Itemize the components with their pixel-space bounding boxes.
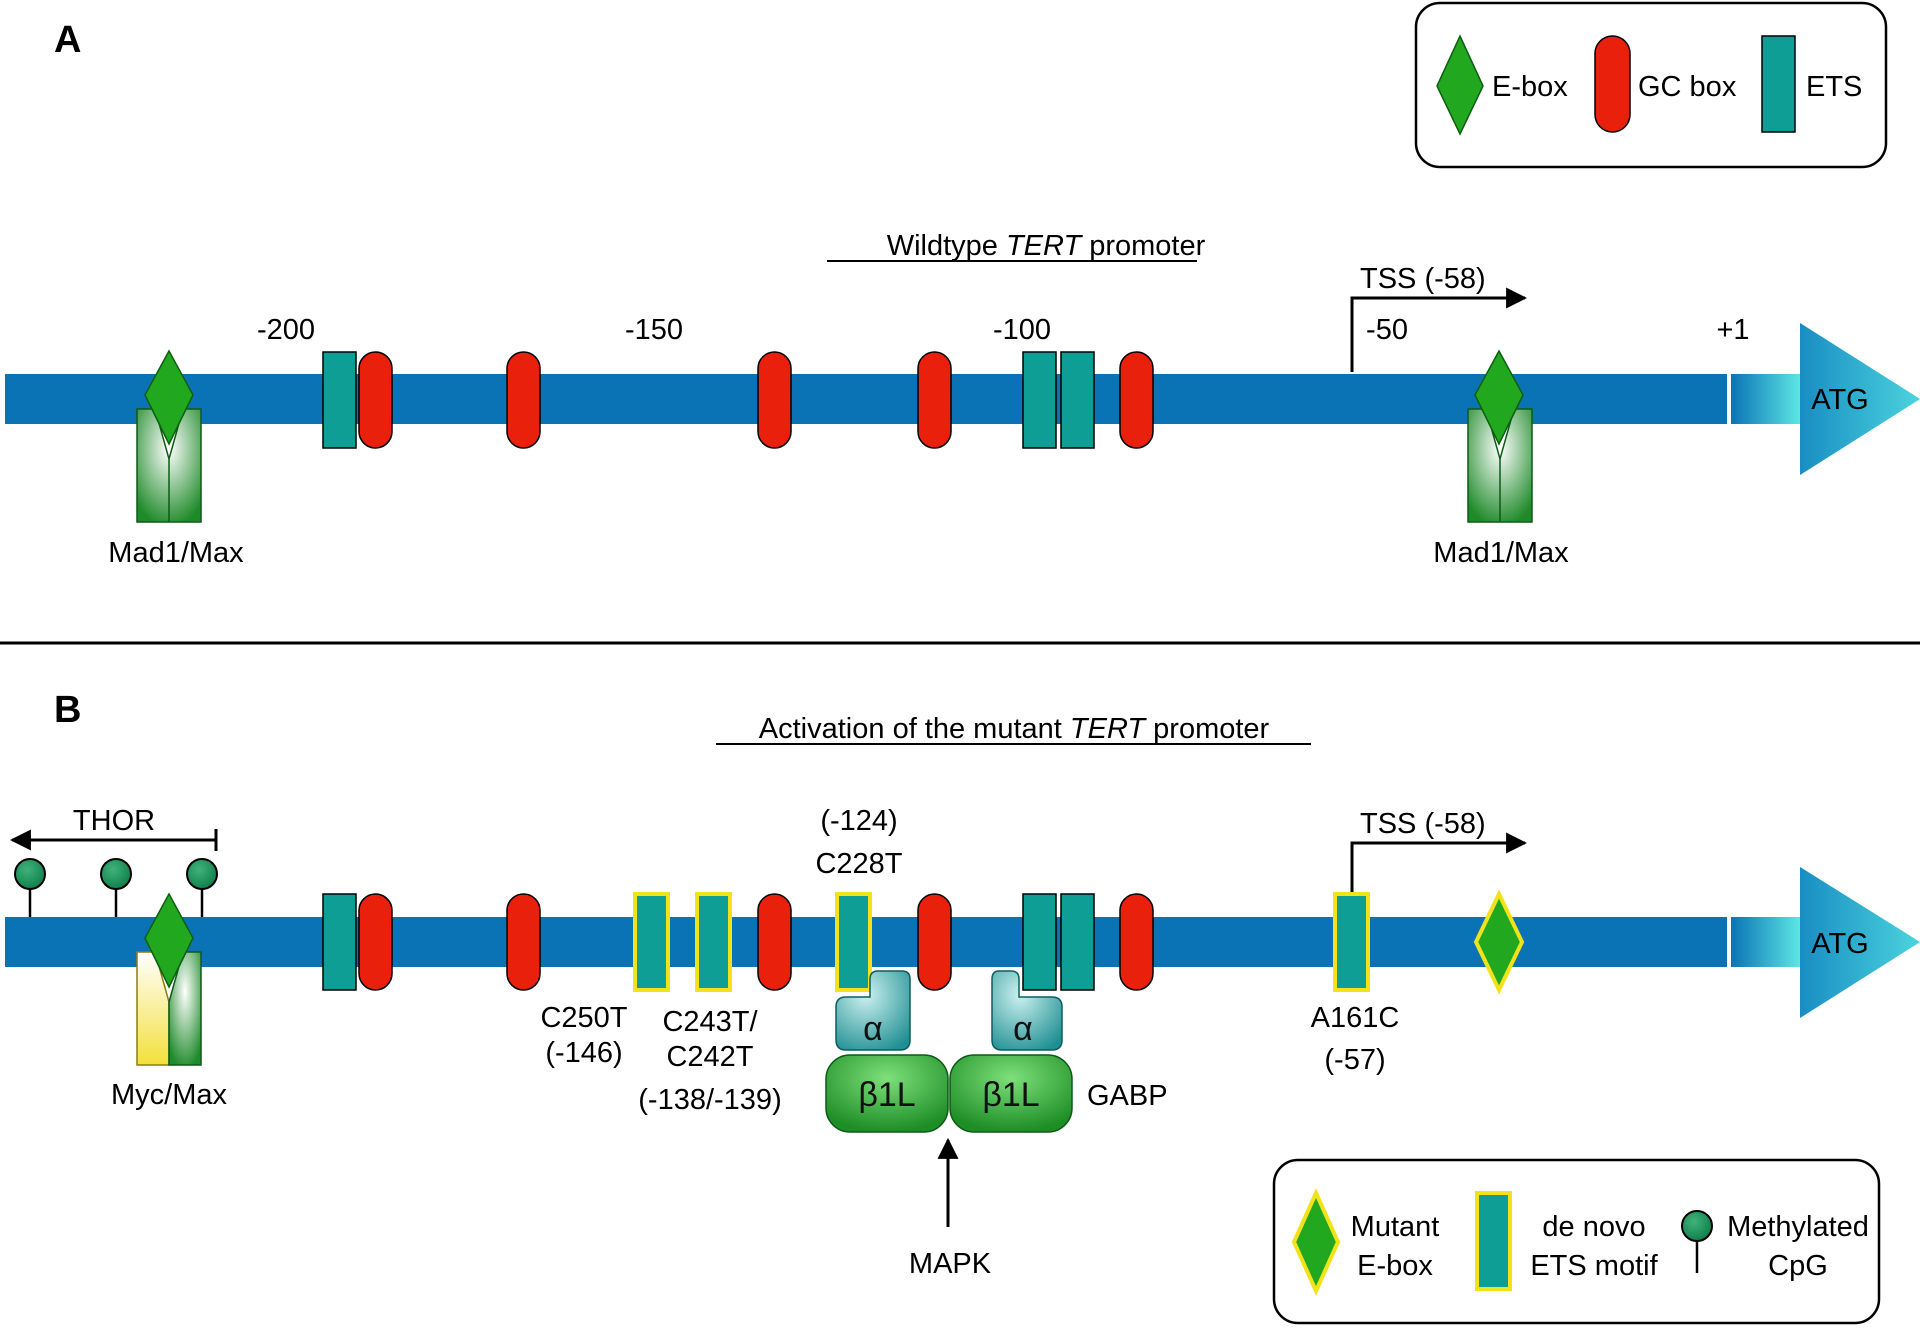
ets-box: [1022, 351, 1057, 449]
legend-mutant-line2: E-box: [1357, 1250, 1433, 1282]
panel-a-letter: A: [54, 19, 81, 61]
gabp-label: GABP: [1087, 1080, 1168, 1112]
gabp-alpha-subunit-left: [835, 970, 911, 1051]
panel-b-tss-label: TSS (-58): [1360, 808, 1486, 840]
beta-label-left: β1L: [858, 1076, 915, 1114]
panel-b-letter: B: [54, 689, 81, 731]
legend-ets-label: ETS: [1806, 71, 1862, 103]
alpha-label-left: α: [863, 1010, 883, 1048]
myc-max-label: Myc/Max: [111, 1079, 228, 1111]
gc-box: [506, 351, 541, 449]
panel-a-title: Wildtype TERT promoter: [887, 230, 1206, 262]
myc-max-complex: [136, 892, 202, 1066]
ebox-diamond: [144, 892, 194, 989]
gabp-beta1l-left: [825, 1054, 949, 1133]
ets-box: [1060, 351, 1095, 449]
panel-b-arrow-shaft: [1731, 917, 1801, 967]
legend-methylated-line2: CpG: [1768, 1250, 1828, 1282]
panel-a-arrow-shaft: [1731, 374, 1801, 424]
denovo-ets-box-a161c: [1333, 892, 1370, 992]
denovo-ets-box-c250t: [633, 892, 670, 992]
gc-box: [757, 351, 792, 449]
legend-methylated-line1: Methylated: [1727, 1211, 1869, 1243]
tick-minus-50: -50: [1366, 314, 1408, 346]
methylated-cpg: [100, 858, 132, 918]
ebox-diamond: [1474, 349, 1524, 446]
panel-a-dna-strand: [5, 374, 1727, 424]
ets-box: [322, 351, 357, 449]
methylated-cpg: [186, 858, 218, 918]
c250t-label: C250T: [540, 1002, 627, 1034]
mad1-max-label-left: Mad1/Max: [108, 537, 244, 569]
methylated-cpg-legend-icon: [1681, 1210, 1713, 1242]
mad1-max-complex-right: [1467, 349, 1533, 523]
mad1-max-complex-left: [136, 349, 202, 523]
gc-box: [1119, 351, 1154, 449]
legend-panel-b: Mutant E-box de novo ETS motif Methylate…: [1272, 1158, 1881, 1325]
legend-ebox-label: E-box: [1492, 71, 1568, 103]
legend-panel-a: E-box GC box ETS: [1414, 1, 1888, 169]
gc-box: [506, 893, 541, 991]
methylated-cpg: [14, 858, 46, 918]
ebox-legend-icon: [1436, 34, 1484, 136]
gc-box: [757, 893, 792, 991]
ets-box: [1060, 893, 1095, 991]
legend-denovo-line1: de novo: [1542, 1211, 1645, 1243]
c242t-label: C242T: [666, 1041, 753, 1073]
panel-b-tss-arrow: [1350, 832, 1528, 893]
beta-label-right: β1L: [982, 1076, 1039, 1114]
ebox-diamond: [144, 349, 194, 446]
gc-box: [358, 893, 393, 991]
gc-box: [1119, 893, 1154, 991]
legend-mutant-line1: Mutant: [1351, 1211, 1440, 1243]
gc-box: [917, 893, 952, 991]
legend-denovo-line2: ETS motif: [1530, 1250, 1658, 1282]
ets-box: [1022, 893, 1057, 991]
ets-legend-icon: [1761, 35, 1796, 133]
panel-a-atg-label: ATG: [1811, 384, 1868, 416]
denovo-ets-box-c228t: [835, 892, 872, 992]
c228t-position: (-124): [820, 805, 897, 837]
tick-plus-1: +1: [1716, 314, 1749, 346]
panel-b-atg-label: ATG: [1811, 928, 1868, 960]
tick-minus-150: -150: [625, 314, 683, 346]
legend-gc-label: GC box: [1638, 71, 1737, 103]
alpha-label-right: α: [1013, 1010, 1033, 1048]
denovo-ets-legend-icon: [1475, 1191, 1512, 1291]
mutant-ebox-diamond: [1473, 889, 1525, 995]
mutant-ebox-legend-icon: [1291, 1188, 1341, 1296]
gc-box: [917, 351, 952, 449]
c228t-label: C228T: [815, 848, 902, 880]
tick-minus-200: -200: [257, 314, 315, 346]
gc-box: [358, 351, 393, 449]
c243t-label: C243T/: [662, 1006, 758, 1038]
thor-label: THOR: [73, 805, 155, 837]
mad1-max-label-right: Mad1/Max: [1433, 537, 1569, 569]
gabp-alpha-subunit-right: [991, 970, 1063, 1051]
c250t-position: (-146): [545, 1037, 622, 1069]
a161c-label: A161C: [1311, 1002, 1400, 1034]
panel-b-title: Activation of the mutant TERT promoter: [759, 713, 1270, 745]
tick-minus-100: -100: [993, 314, 1051, 346]
mapk-label: MAPK: [909, 1248, 992, 1280]
a161c-position: (-57): [1324, 1044, 1385, 1076]
panel-a-tss-arrow: [1350, 287, 1528, 372]
c243t-position: (-138/-139): [638, 1084, 781, 1116]
ets-box: [322, 893, 357, 991]
panel-a-tss-label: TSS (-58): [1360, 263, 1486, 295]
gabp-beta1l-right: [949, 1054, 1073, 1133]
denovo-ets-box-c243t: [695, 892, 732, 992]
gc-box-legend-icon: [1594, 35, 1631, 133]
